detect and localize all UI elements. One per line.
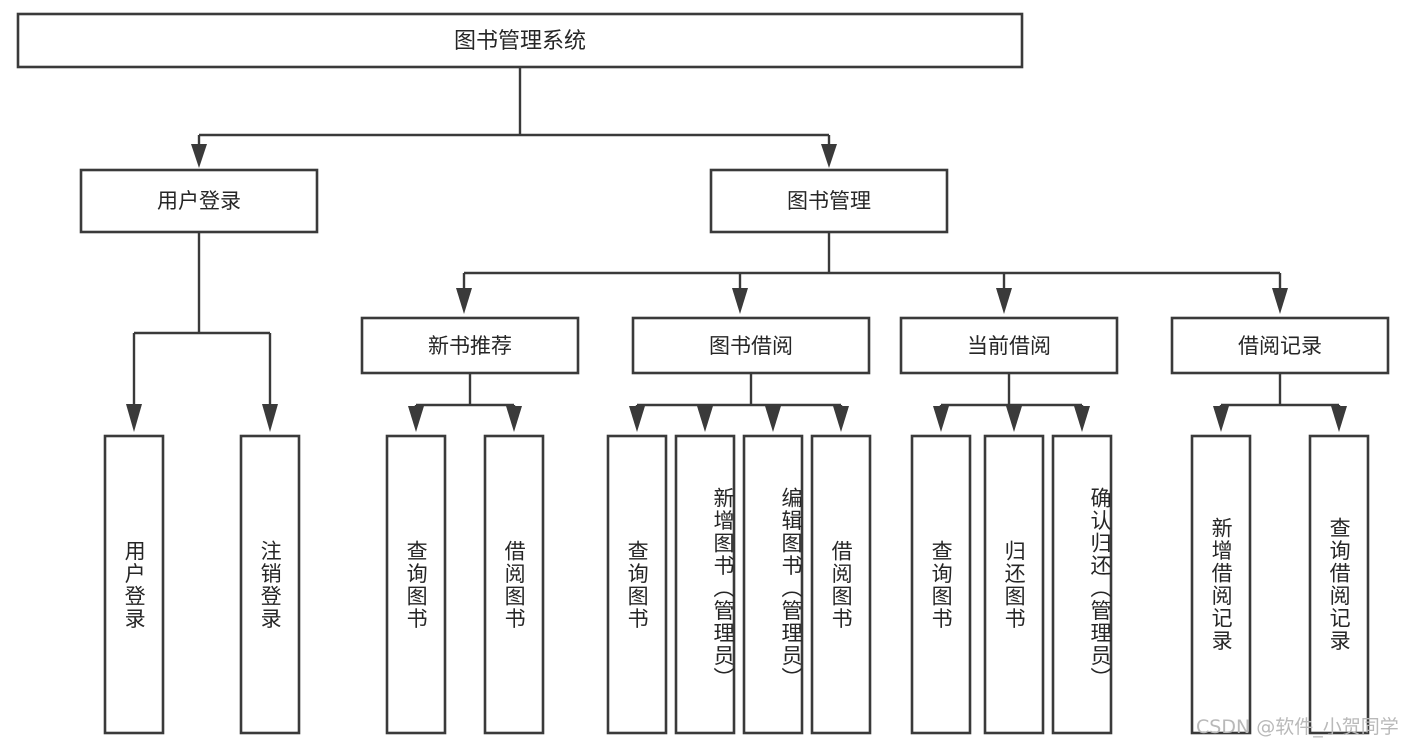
arrow-head-user-login <box>191 144 207 168</box>
node-label-new-book-recommend: 新书推荐 <box>428 334 512 358</box>
node-label-user-login: 用户登录 <box>157 189 241 213</box>
connector-group-new-book-recommend <box>408 373 522 432</box>
node-box-leaf-user-login[interactable] <box>103 434 165 735</box>
arrow-head-leaf-add-book-admin <box>697 406 713 432</box>
arrow-head-leaf-user-login <box>126 404 142 432</box>
node-box-leaf-logout-login[interactable] <box>239 434 301 735</box>
arrow-head-book-management <box>821 144 837 168</box>
node-label-book-management: 图书管理 <box>787 189 871 213</box>
arrow-head-leaf-confirm-return-admin <box>1074 406 1090 432</box>
arrow-head-leaf-query-book-1 <box>408 406 424 432</box>
node-box-root[interactable] <box>16 12 1024 69</box>
arrow-head-current-borrow <box>996 288 1012 314</box>
node-box-book-management[interactable] <box>709 168 949 234</box>
node-box-book-borrow[interactable] <box>631 316 871 375</box>
csdn-watermark: CSDN @软件_小贺同学 <box>1196 716 1399 738</box>
arrow-head-book-borrow <box>732 288 748 314</box>
connector-group-borrow-record <box>1213 373 1347 432</box>
arrow-head-leaf-query-book-2 <box>629 406 645 432</box>
arrow-head-leaf-query-book-3 <box>933 406 949 432</box>
node-box-user-login[interactable] <box>79 168 319 234</box>
node-box-leaf-borrow-book-1[interactable] <box>483 434 545 735</box>
node-label-borrow-record: 借阅记录 <box>1238 334 1322 358</box>
node-box-leaf-query-borrow-record[interactable] <box>1308 434 1370 735</box>
arrow-head-leaf-return-book <box>1006 406 1022 432</box>
node-label-current-borrow: 当前借阅 <box>967 334 1051 358</box>
arrow-head-leaf-edit-book-admin <box>765 406 781 432</box>
node-box-new-book-recommend[interactable] <box>360 316 580 375</box>
node-label-root: 图书管理系统 <box>454 29 586 54</box>
arrow-head-leaf-borrow-book-1 <box>506 406 522 432</box>
arrow-head-leaf-add-borrow-record <box>1213 406 1229 432</box>
node-box-leaf-confirm-return-admin[interactable] <box>1051 434 1113 735</box>
node-box-leaf-add-book-admin[interactable] <box>674 434 736 735</box>
node-box-leaf-return-book[interactable] <box>983 434 1045 735</box>
node-box-leaf-borrow-book-2[interactable] <box>810 434 872 735</box>
connector-group-user-login <box>126 232 278 432</box>
connector-group-book-borrow <box>629 373 849 432</box>
node-box-leaf-add-borrow-record[interactable] <box>1190 434 1252 735</box>
node-box-leaf-query-book-2[interactable] <box>606 434 668 735</box>
connector-group-root <box>191 67 837 168</box>
arrow-head-leaf-borrow-book-2 <box>833 406 849 432</box>
node-box-borrow-record[interactable] <box>1170 316 1390 375</box>
node-box-current-borrow[interactable] <box>899 316 1119 375</box>
arrow-head-leaf-query-borrow-record <box>1331 406 1347 432</box>
arrow-head-new-book-recommend <box>456 288 472 314</box>
node-label-book-borrow: 图书借阅 <box>709 334 793 358</box>
connector-group-book-management <box>456 232 1288 314</box>
node-box-leaf-edit-book-admin[interactable] <box>742 434 804 735</box>
arrow-head-leaf-logout-login <box>262 404 278 432</box>
connector-group-current-borrow <box>933 373 1090 432</box>
node-box-leaf-query-book-1[interactable] <box>385 434 447 735</box>
arrow-head-borrow-record <box>1272 288 1288 314</box>
node-box-leaf-query-book-3[interactable] <box>910 434 972 735</box>
